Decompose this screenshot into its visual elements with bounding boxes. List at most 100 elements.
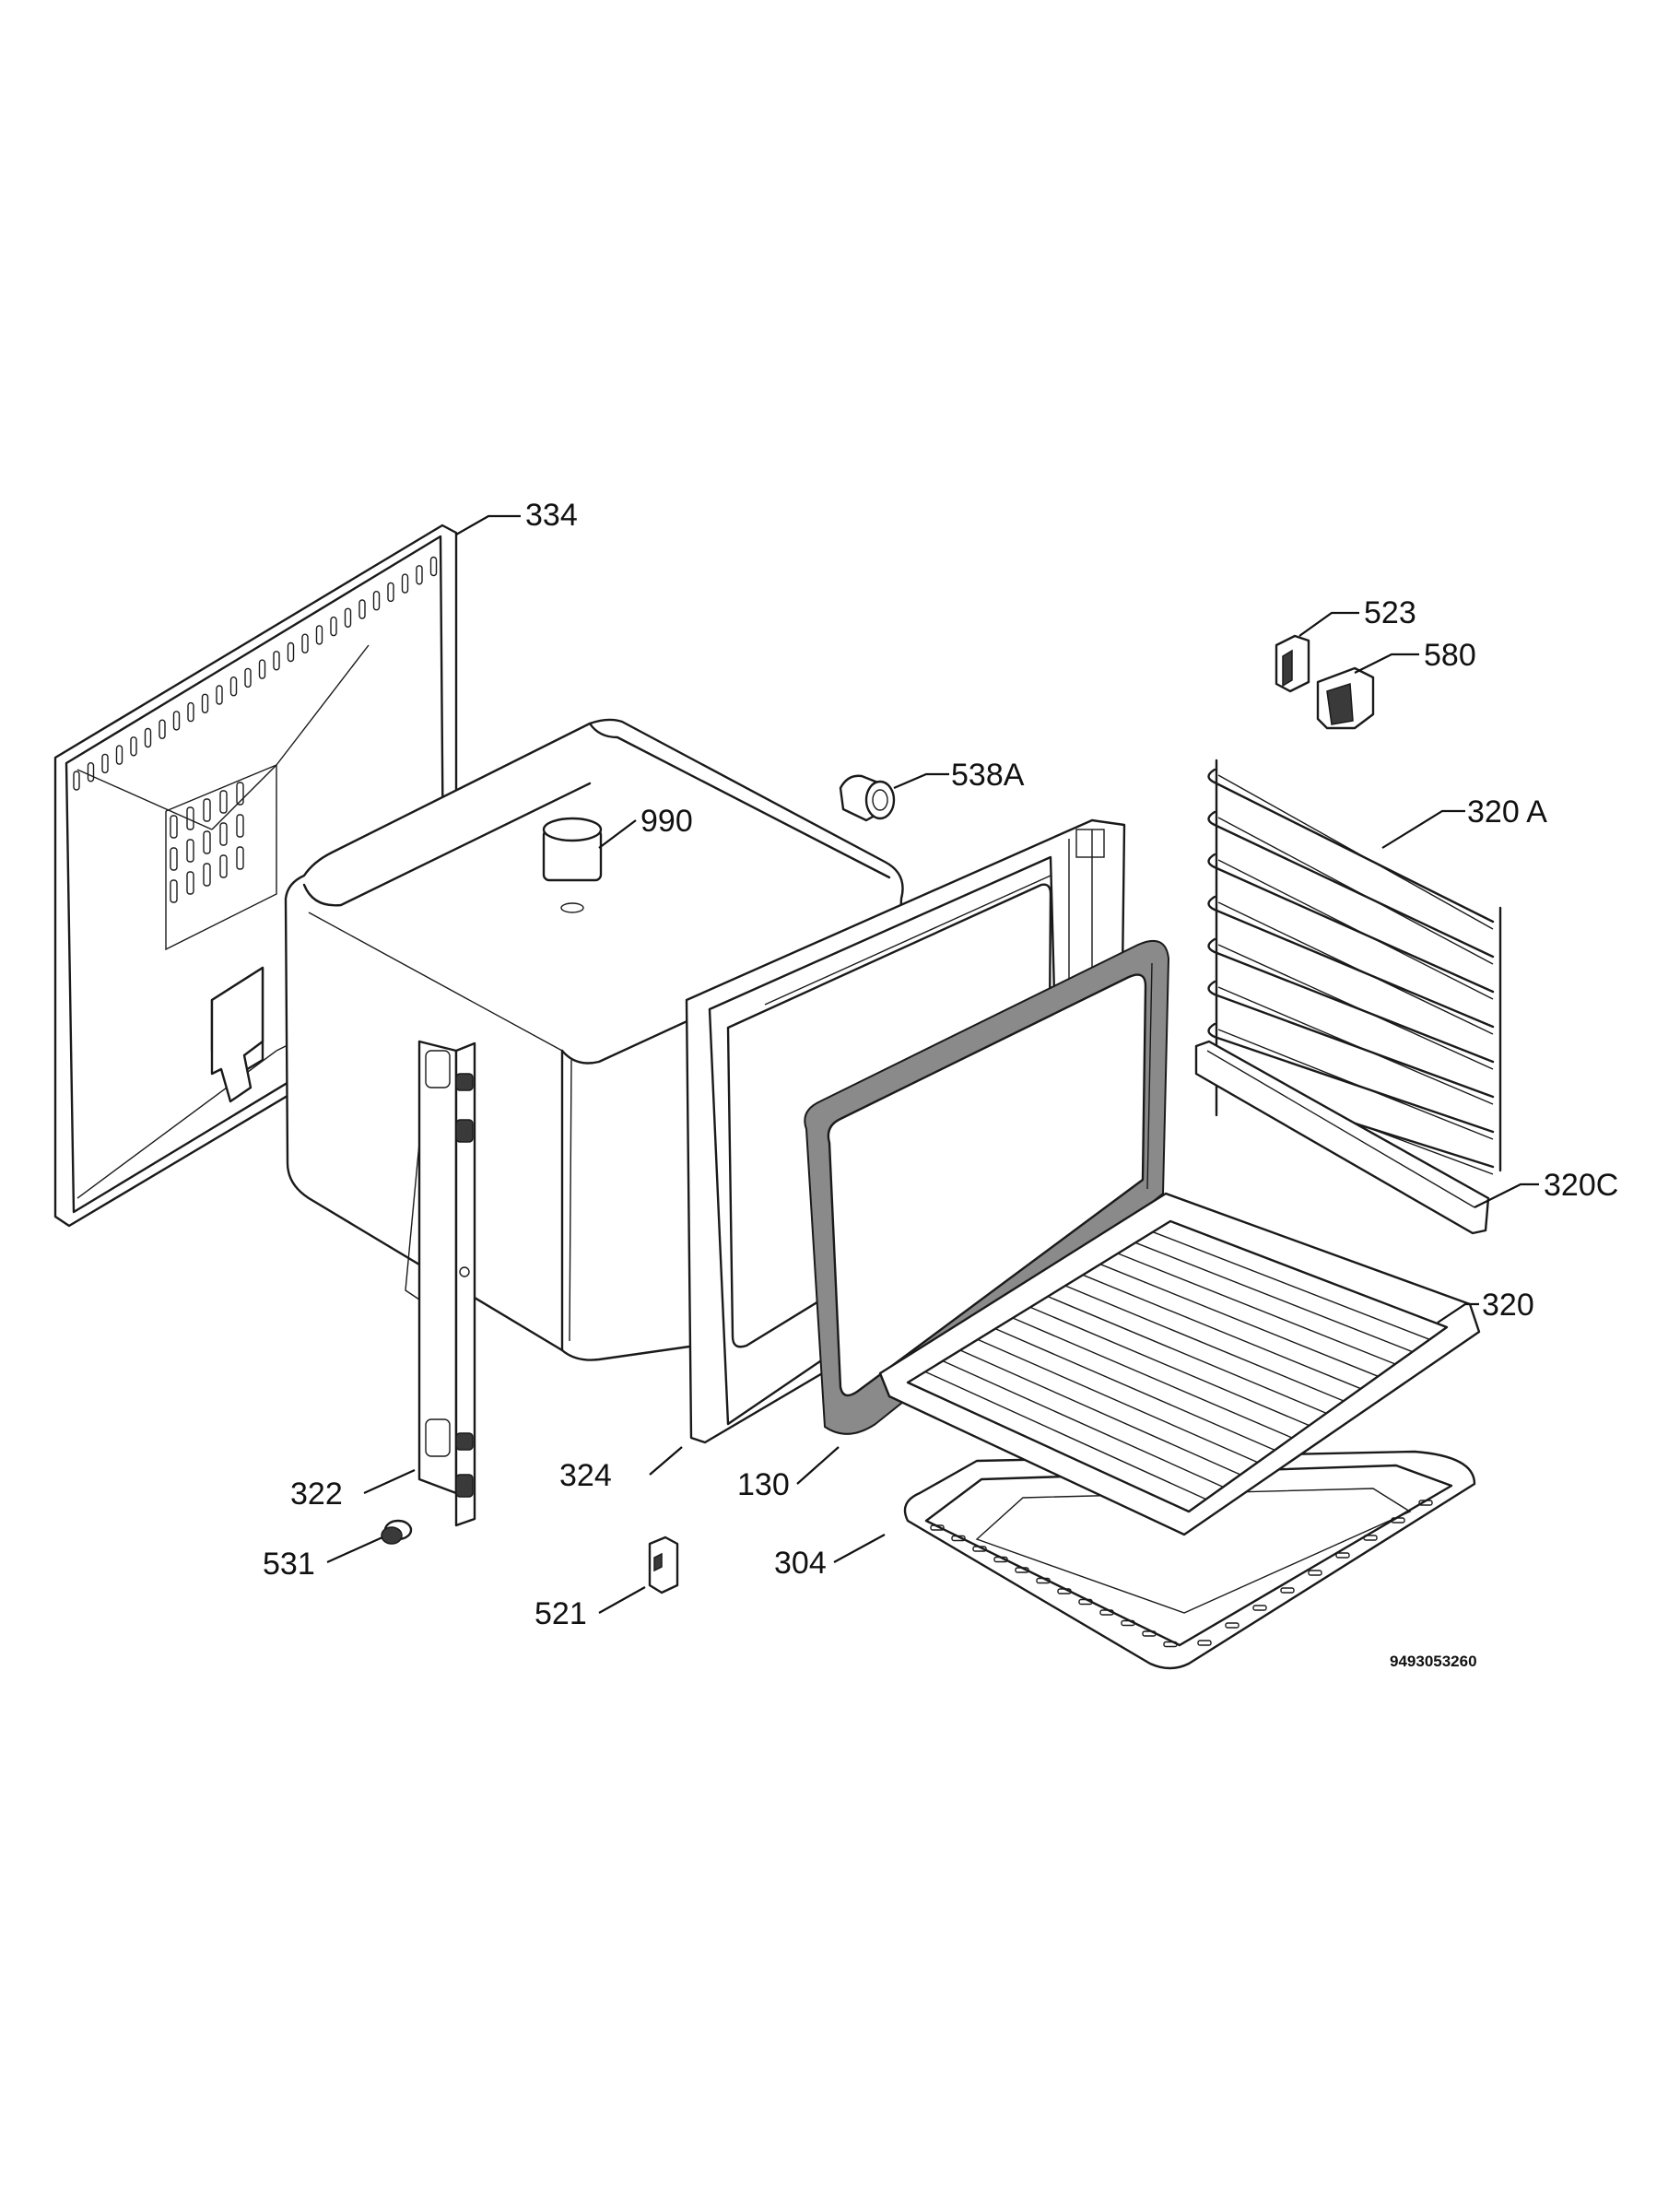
runner-rail-inner (1217, 944, 1494, 1070)
back-panel-vent-slots (73, 556, 438, 903)
label-334: 334 (525, 498, 578, 533)
vent-slot (170, 847, 178, 871)
tray-hole (1418, 1500, 1433, 1506)
vent-slot (144, 727, 152, 748)
shelf-wire (907, 1382, 1190, 1512)
runner-rail (1207, 810, 1495, 959)
tray-hole (1142, 1630, 1157, 1637)
vent-slot (73, 771, 80, 791)
label-523: 523 (1364, 595, 1416, 630)
runner-rail (1207, 768, 1495, 924)
vent-slot (301, 633, 309, 653)
runner-rails (1207, 768, 1495, 1175)
vent-slot (219, 790, 228, 814)
shelf-wire (1152, 1231, 1430, 1340)
part-521-clip[interactable] (648, 1535, 679, 1594)
tray-hole (1363, 1535, 1378, 1541)
vent-slot (273, 651, 280, 671)
tray-hole (951, 1535, 966, 1542)
tray-hole (1121, 1619, 1135, 1627)
vent-slot (258, 659, 266, 679)
part-538a-lamp-holder[interactable] (839, 774, 896, 822)
vent-slot (236, 846, 244, 870)
tray-hole (993, 1556, 1008, 1563)
vent-slot (387, 582, 394, 603)
vent-slot (159, 719, 166, 739)
tray-hole (1280, 1587, 1295, 1594)
vent-slot (203, 830, 211, 854)
part-304-baking-tray[interactable] (903, 1450, 1476, 1670)
vent-slot (219, 854, 228, 878)
shelf-wire (1047, 1296, 1327, 1414)
runner-rail (1207, 895, 1495, 1029)
shelf-wire (1029, 1306, 1310, 1427)
label-130: 130 (737, 1467, 790, 1502)
shelf-wire (977, 1338, 1258, 1464)
label-324: 324 (559, 1458, 612, 1493)
label-304: 304 (774, 1546, 827, 1581)
vent-slot (172, 711, 181, 731)
vent-slot (203, 798, 211, 822)
diagram-code: 9493053260 (1390, 1653, 1477, 1670)
label-521: 521 (535, 1596, 587, 1631)
vent-slot (186, 806, 194, 830)
vent-slot (216, 685, 223, 705)
vent-slot (130, 736, 137, 757)
part-322-side-rail[interactable] (405, 1040, 476, 1527)
vent-slot (115, 745, 123, 765)
shelf-wire (1064, 1285, 1345, 1402)
part-320a-shelf-runner[interactable] (1207, 759, 1502, 1175)
runner-rail-inner (1217, 1029, 1494, 1140)
vent-slot (287, 641, 295, 663)
label-538a: 538A (951, 758, 1025, 793)
vent-slot (87, 762, 95, 782)
runner-rail (1207, 937, 1495, 1064)
vent-slot (330, 616, 337, 637)
shelf-wire (1082, 1274, 1361, 1390)
tray-hole (1057, 1588, 1072, 1594)
tray-hole (1036, 1577, 1051, 1584)
shelf-wires (907, 1220, 1448, 1512)
shelf-wire (1012, 1317, 1293, 1439)
part-130-door-seal[interactable] (804, 940, 1170, 1435)
vent-slot (219, 822, 228, 846)
shelf-wire (942, 1360, 1224, 1488)
label-322: 322 (290, 1477, 343, 1512)
vent-slot (429, 556, 438, 577)
vent-slot (315, 625, 323, 645)
vent-slot (186, 871, 194, 895)
label-580: 580 (1424, 638, 1476, 673)
shelf-wire (994, 1328, 1275, 1451)
part-580-cover[interactable] (1316, 666, 1375, 730)
part-531-screw-nut[interactable] (381, 1519, 413, 1545)
part-320c-side-rail[interactable] (1194, 1040, 1490, 1235)
vent-slot (358, 599, 366, 619)
runner-rail (1207, 980, 1495, 1099)
vent-slot (186, 839, 194, 863)
label-531: 531 (263, 1547, 315, 1582)
tray-hole (1308, 1570, 1322, 1576)
vent-slot (416, 565, 423, 585)
shelf-wire (1134, 1241, 1413, 1353)
vent-slot (170, 815, 178, 839)
tray-hole (1252, 1605, 1267, 1611)
label-320c: 320C (1544, 1168, 1618, 1203)
tray-hole (1015, 1567, 1029, 1573)
runner-rail-inner (1217, 986, 1494, 1105)
vent-slot (203, 863, 211, 887)
label-990: 990 (640, 804, 693, 839)
vent-slot (344, 607, 352, 628)
tray-hole (1078, 1598, 1093, 1606)
tray-edge-holes (930, 1500, 1433, 1648)
shelf-wire (959, 1349, 1241, 1476)
shelf-wire (1099, 1264, 1379, 1377)
vent-slot (229, 677, 238, 697)
tray-hole (1099, 1609, 1114, 1616)
shelf-wire (1117, 1253, 1396, 1365)
part-523-switch[interactable] (1275, 634, 1310, 693)
tray-hole (930, 1524, 945, 1531)
part-320-wire-shelf[interactable] (878, 1192, 1481, 1536)
label-320: 320 (1482, 1288, 1534, 1323)
vent-slot (187, 701, 194, 723)
runner-rail (1207, 1022, 1495, 1134)
